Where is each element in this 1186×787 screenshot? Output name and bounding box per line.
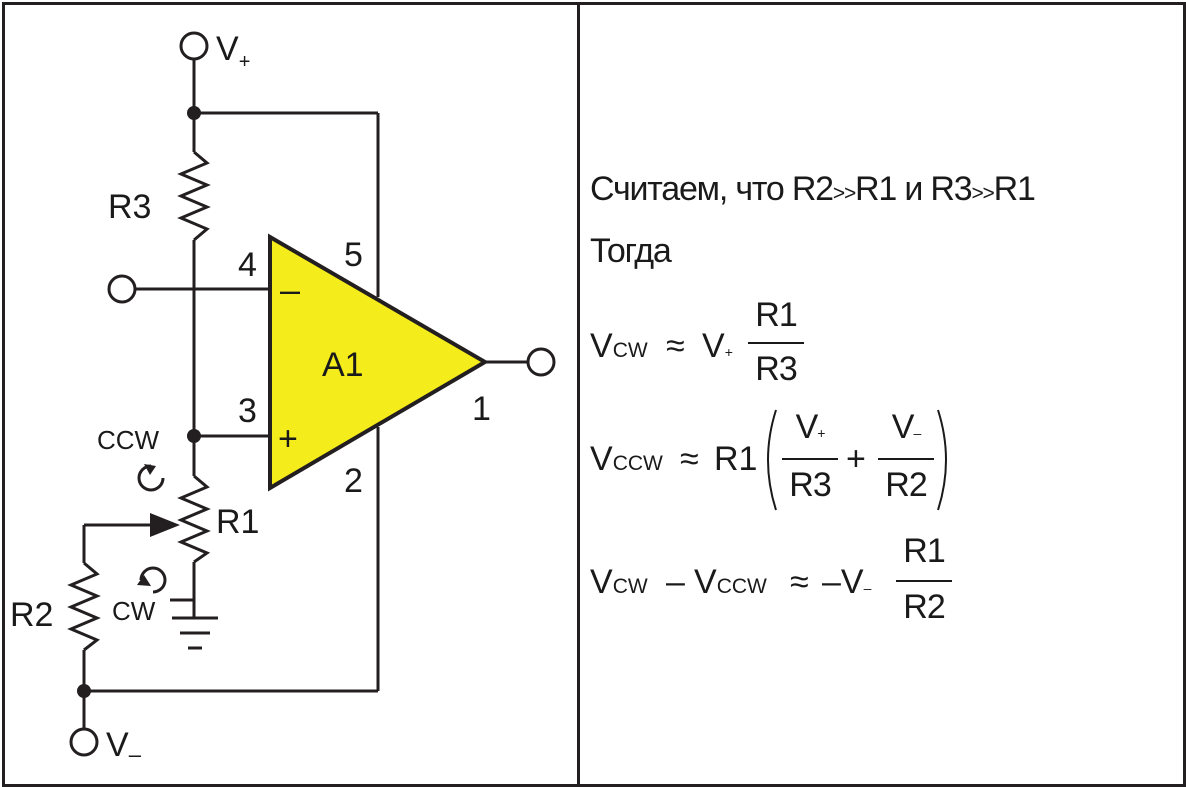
panel-divider	[577, 2, 580, 787]
label-opamp: A1	[322, 346, 364, 384]
resistor-r3	[177, 150, 211, 242]
junction-bottom	[77, 684, 91, 698]
right-paren-icon	[937, 409, 947, 511]
label-pin3: 3	[238, 392, 257, 430]
junction-r1	[187, 429, 201, 443]
label-noninverting-sign: +	[278, 420, 298, 458]
resistor-r2	[67, 561, 101, 652]
left-paren-icon	[767, 409, 777, 511]
label-vplus: V+	[216, 30, 250, 73]
opamp-a1	[268, 233, 489, 492]
assumption-line: Считаем, что R2>>R1 и R3>>R1	[590, 170, 1036, 208]
then-line: Тогда	[590, 232, 672, 270]
label-pin5: 5	[344, 236, 363, 274]
cw-rotation-icon	[139, 566, 167, 594]
label-ccw: CCW	[97, 425, 160, 455]
label-pin4: 4	[238, 246, 257, 284]
label-inverting-sign: –	[280, 269, 300, 310]
terminal-inverting	[107, 274, 137, 304]
equations-panel: Считаем, что R2>>R1 и R3>>R1 Тогда VCW ≈…	[590, 170, 1036, 626]
terminal-vplus	[179, 31, 209, 61]
label-r2: R2	[10, 596, 53, 634]
cw-arrowhead	[137, 575, 151, 586]
label-r3: R3	[108, 188, 151, 226]
label-pin1: 1	[472, 390, 491, 428]
terminal-vminus	[69, 727, 99, 757]
label-r1: R1	[216, 503, 259, 541]
wiper-arrow-icon	[150, 513, 180, 537]
terminal-output	[526, 347, 556, 377]
label-vminus: V–	[106, 726, 142, 767]
label-pin2: 2	[344, 462, 363, 500]
junction-top	[187, 106, 201, 120]
ccw-arrowhead	[144, 464, 156, 475]
resistor-r1	[177, 474, 211, 564]
ccw-rotation-icon	[137, 464, 165, 492]
label-cw: CW	[112, 596, 156, 626]
schematic: V+ R3 4 5 – A1 3 + 1 2 CCW R1 R2 CW V–	[10, 30, 556, 767]
